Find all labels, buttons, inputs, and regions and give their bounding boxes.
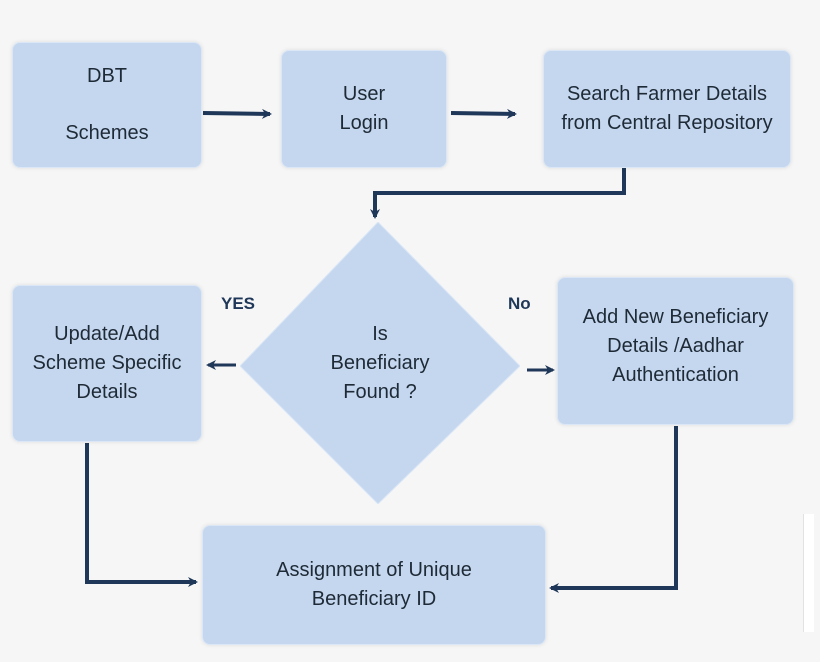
node-search-farmer: Search Farmer Details from Central Repos… — [543, 50, 791, 168]
decision-line-3: Found ? — [343, 380, 417, 403]
arrow-add-to-assign — [549, 426, 678, 593]
node-add-new-beneficiary: Add New Beneficiary Details /Aadhar Auth… — [557, 277, 794, 425]
edge-label-no: No — [508, 294, 531, 313]
node-assign-unique-id: Assignment of Unique Beneficiary ID — [202, 525, 546, 645]
node-add-line-3: Authentication — [612, 364, 739, 386]
arrow-update-to-assign — [85, 443, 198, 587]
arrow-login-to-search — [450, 108, 517, 119]
node-assign-line-1: Assignment of Unique — [276, 559, 472, 581]
edge-label-yes: YES — [221, 294, 256, 313]
node-search-line-1: Search Farmer Details — [566, 83, 768, 105]
node-add-line-1: Add New Beneficiary — [582, 306, 769, 328]
node-update-line-2: Scheme Specific — [32, 352, 182, 374]
decision-line-2: Beneficiary — [330, 351, 430, 374]
node-login-line-1: User — [342, 83, 386, 105]
node-update-line-3: Details — [76, 381, 138, 403]
node-dbt-line-1: DBT — [87, 65, 127, 87]
node-add-line-2: Details /Aadhar — [607, 335, 744, 357]
arrow-dbt-to-login — [202, 108, 272, 119]
decision-line-1: Is — [372, 322, 388, 345]
node-login-line-2: Login — [339, 112, 389, 134]
right-edge-strip — [803, 514, 814, 632]
node-assign-line-2: Beneficiary ID — [311, 588, 437, 610]
node-dbt-schemes: DBT Schemes — [12, 42, 202, 168]
node-dbt-line-2: Schemes — [65, 122, 149, 144]
node-update-line-1: Update/Add — [54, 323, 160, 345]
decision-beneficiary-found: Is Beneficiary Found ? — [240, 222, 520, 504]
node-search-line-2: from Central Repository — [561, 112, 773, 134]
decision-diamond-shape — [240, 222, 520, 504]
arrow-search-to-decision — [370, 168, 626, 219]
node-user-login: User Login — [281, 50, 447, 168]
node-update-scheme-details: Update/Add Scheme Specific Details — [12, 285, 202, 442]
